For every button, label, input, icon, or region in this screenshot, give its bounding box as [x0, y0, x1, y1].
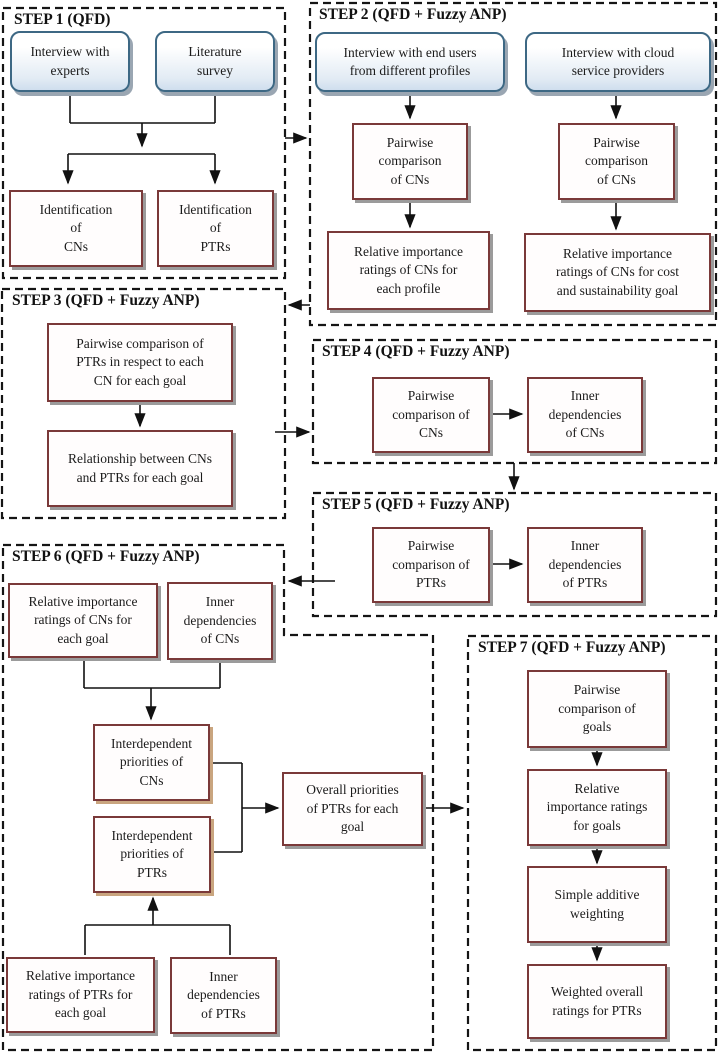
box-interview-experts: Interview with experts — [10, 31, 130, 92]
step6-connectors — [83, 658, 280, 955]
step5-frame — [311, 491, 718, 618]
step1-title: STEP 1 (QFD) — [14, 11, 111, 28]
box-relationship-cns-ptrs: Relationship between CNs and PTRs for ea… — [47, 430, 233, 507]
step4-title: STEP 4 (QFD + Fuzzy ANP) — [322, 343, 510, 360]
box-ratings-each-profile: Relative importance ratings of CNs for e… — [327, 231, 490, 310]
step3-frame — [0, 287, 287, 520]
step7-title: STEP 7 (QFD + Fuzzy ANP) — [478, 639, 666, 656]
step7-frame — [466, 634, 718, 1052]
box-interview-cloud-providers: Interview with cloud service providers — [525, 32, 711, 92]
box-inner-dep-ptrs-step6: Inner dependencies of PTRs — [170, 957, 277, 1034]
step2-title: STEP 2 (QFD + Fuzzy ANP) — [319, 6, 507, 23]
box-overall-priorities-ptrs: Overall priorities of PTRs for each goal — [282, 772, 423, 846]
step2-connectors — [404, 92, 622, 231]
step1-frame — [1, 6, 287, 280]
box-inner-dep-ptrs: Inner dependencies of PTRs — [527, 527, 643, 603]
step2-frame — [308, 1, 718, 327]
box-interdep-priorities-cns: Interdependent priorities of CNs — [93, 724, 210, 801]
box-identification-cns: Identification of CNs — [9, 190, 143, 267]
box-pairwise-cns: Pairwise comparison of CNs — [372, 377, 490, 453]
box-pairwise-goals: Pairwise comparison of goals — [527, 670, 667, 748]
step3-title: STEP 3 (QFD + Fuzzy ANP) — [12, 292, 200, 309]
box-identification-ptrs: Identification of PTRs — [157, 190, 274, 267]
box-weighted-overall-ratings: Weighted overall ratings for PTRs — [527, 964, 667, 1039]
step1-connectors — [62, 92, 221, 185]
step6-title: STEP 6 (QFD + Fuzzy ANP) — [12, 548, 200, 565]
box-ratings-ptrs-each-goal: Relative importance ratings of PTRs for … — [6, 957, 155, 1033]
box-pairwise-ptrs: Pairwise comparison of PTRs — [372, 527, 490, 603]
box-pairwise-ptrs-each-cn: Pairwise comparison of PTRs in respect t… — [47, 323, 233, 402]
box-literature-survey: Literature survey — [155, 31, 275, 92]
inter-step-arrows — [275, 132, 520, 814]
box-ratings-cns-each-goal: Relative importance ratings of CNs for e… — [8, 583, 158, 658]
box-simple-additive-weighting: Simple additive weighting — [527, 866, 667, 943]
step6-frame — [1, 543, 435, 1052]
box-pairwise-cns-providers: Pairwise comparison of CNs — [558, 123, 675, 200]
step5-title: STEP 5 (QFD + Fuzzy ANP) — [322, 496, 510, 513]
step4-frame — [311, 338, 718, 465]
box-inner-dep-cns-step6: Inner dependencies of CNs — [167, 582, 273, 660]
box-ratings-goals: Relative importance ratings for goals — [527, 769, 667, 846]
box-interdep-priorities-ptrs: Interdependent priorities of PTRs — [93, 816, 211, 893]
box-interview-end-users: Interview with end users from different … — [315, 32, 505, 92]
box-ratings-cost-sustainability: Relative importance ratings of CNs for c… — [524, 233, 711, 312]
box-inner-dep-cns: Inner dependencies of CNs — [527, 377, 643, 453]
box-pairwise-cns-profiles: Pairwise comparison of CNs — [352, 123, 468, 200]
